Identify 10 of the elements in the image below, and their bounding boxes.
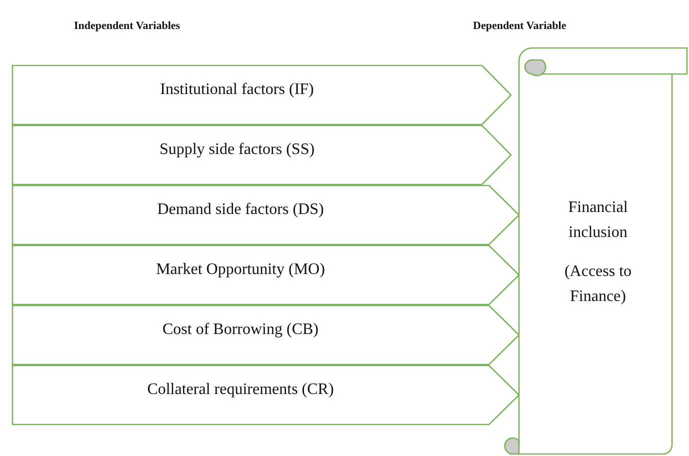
column-heading: Dependent Variable — [473, 20, 566, 32]
outcome-label: (Access to Finance) — [563, 262, 633, 307]
factor-label: Market Opportunity (MO) — [155, 261, 326, 279]
factor-label: Demand side factors (DS) — [156, 201, 325, 219]
outcome-label: Financial inclusion — [567, 198, 629, 243]
column-heading: Independent Variables — [74, 20, 180, 32]
factor-label: Cost of Borrowing (CB) — [162, 321, 320, 339]
factor-label: Institutional factors (IF) — [159, 81, 315, 99]
factor-label: Supply side factors (SS) — [158, 141, 316, 159]
factor-label: Collateral requirements (CR) — [146, 381, 335, 399]
